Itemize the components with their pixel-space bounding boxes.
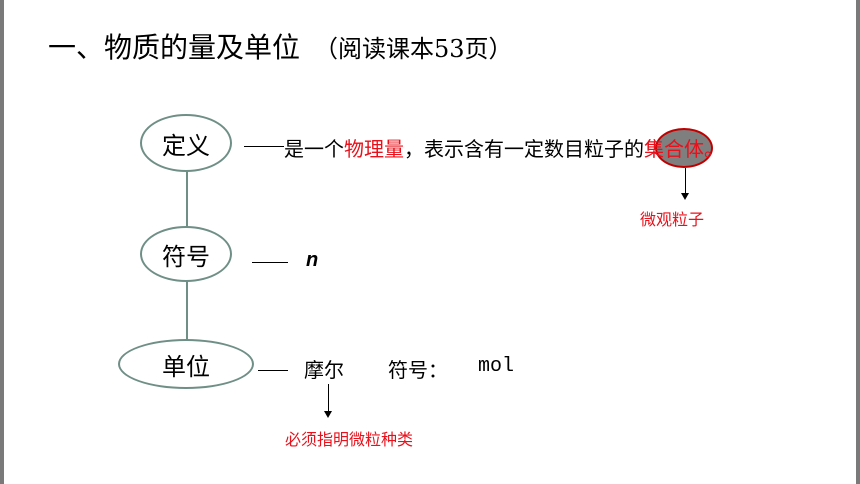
- connector-symbol-unit: [186, 280, 188, 342]
- title-subtitle: （阅读课本53页）: [314, 35, 513, 63]
- particle-arrow-head: [681, 193, 689, 200]
- definition-term-aggregate: 集合体。: [644, 137, 724, 161]
- definition-dash: [244, 146, 284, 147]
- particle-highlight: [655, 128, 713, 168]
- definition-text: 是一个物理量，表示含有一定数目粒子的集合体。: [284, 133, 724, 162]
- slide-title: 一、物质的量及单位 （阅读课本53页）: [48, 26, 513, 66]
- node-symbol-label: 符号: [162, 242, 210, 271]
- definition-prefix: 是一个: [284, 137, 344, 161]
- definition-term-physical-quantity: 物理量: [344, 137, 404, 161]
- definition-middle: ，表示含有一定数目: [404, 137, 584, 161]
- title-main: 一、物质的量及单位: [48, 31, 301, 64]
- definition-term-particle: 粒子: [584, 137, 624, 161]
- unit-symbol-value: mol: [478, 355, 515, 378]
- particle-arrow-line: [685, 168, 686, 194]
- note-specify-particle-type: 必须指明微粒种类: [285, 430, 414, 449]
- unit-arrow-head: [324, 411, 332, 418]
- node-definition: 定义: [140, 114, 232, 172]
- left-frame-border: [0, 0, 4, 484]
- definition-link: 的: [624, 137, 644, 161]
- unit-name: 摩尔: [304, 358, 344, 382]
- symbol-value: n: [306, 249, 319, 271]
- unit-dash: [258, 370, 288, 371]
- node-definition-label: 定义: [162, 131, 210, 160]
- right-frame-border: [856, 0, 860, 484]
- unit-symbol-label: 符号：: [388, 358, 448, 382]
- unit-arrow-line: [328, 384, 329, 412]
- connector-definition-symbol: [186, 170, 188, 228]
- node-symbol: 符号: [140, 226, 232, 282]
- symbol-dash: [252, 262, 288, 263]
- node-unit: 单位: [118, 339, 254, 389]
- node-unit-label: 单位: [162, 352, 210, 381]
- note-micro-particle: 微观粒子: [640, 210, 705, 229]
